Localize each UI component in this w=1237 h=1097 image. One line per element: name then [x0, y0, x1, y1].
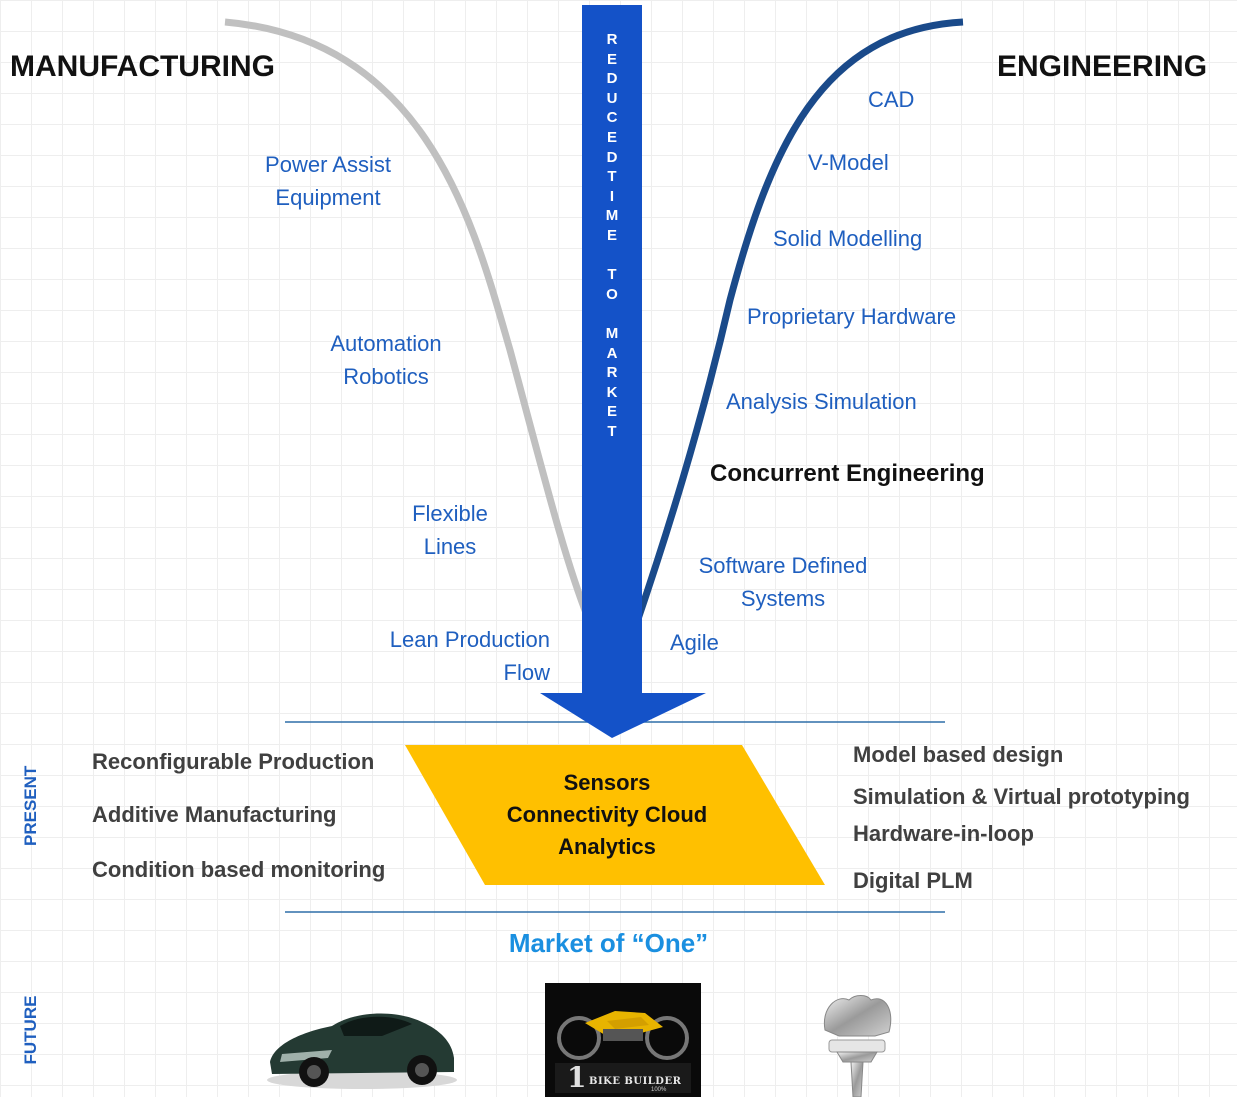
center-text: Sensors Connectivity Cloud Analytics	[485, 767, 729, 863]
arrow-letter: U	[606, 89, 618, 107]
arrow-letter: O	[606, 285, 618, 303]
present-left-item: Reconfigurable Production	[92, 749, 375, 774]
engineering-curve	[632, 18, 964, 627]
manufacturing-item: Automation Robotics	[330, 331, 442, 389]
arrow-letter: M	[605, 324, 619, 342]
manufacturing-heading: MANUFACTURING	[10, 50, 275, 83]
arrow-letter	[582, 246, 642, 266]
engineering-item: Solid Modelling	[773, 226, 923, 251]
manufacturing-curve	[224, 18, 592, 620]
present-label: PRESENT	[21, 765, 40, 846]
present-right-item: Hardware-in-loop	[853, 821, 1034, 846]
present-right-item: Digital PLM	[853, 868, 973, 893]
center-line: Sensors	[563, 770, 651, 795]
arrow-letter: T	[607, 422, 617, 440]
arrow-letter: K	[606, 383, 618, 401]
present-right-item: Simulation & Virtual prototyping	[853, 784, 1190, 809]
arrow-letter: D	[606, 70, 618, 88]
knee-implant-image	[823, 995, 892, 1097]
arrow-letter	[582, 304, 642, 324]
engineering-item: Proprietary Hardware	[747, 304, 957, 329]
engineering-item: Agile	[670, 630, 719, 655]
arrow-label: R E D U C E D T I M E T O M A R K E T	[582, 30, 642, 441]
arrow-letter: E	[606, 128, 617, 146]
arrow-letter: R	[606, 364, 618, 382]
future-label: FUTURE	[21, 995, 40, 1065]
center-line: Connectivity Cloud	[506, 802, 708, 827]
center-line: Analytics	[558, 834, 656, 859]
engineering-heading: ENGINEERING	[997, 50, 1208, 83]
present-right-item: Model based design	[853, 742, 1064, 767]
engineering-item-highlight: Concurrent Engineering	[710, 460, 985, 487]
arrow-letter: R	[606, 31, 618, 48]
engineering-item: Analysis Simulation	[726, 389, 917, 414]
svg-text:1: 1	[567, 1061, 586, 1094]
engineering-item: V-Model	[808, 150, 889, 175]
arrow-letter: D	[606, 148, 618, 166]
reduced-time-arrow	[540, 5, 706, 738]
market-title: Market of “One”	[508, 928, 709, 958]
center-parallelogram	[405, 745, 825, 885]
manufacturing-item: Power Assist Equipment	[265, 152, 391, 210]
manufacturing-item: Lean Production Flow	[389, 627, 550, 685]
engineering-item: CAD	[868, 87, 915, 112]
motorcycle-image: 1	[545, 983, 701, 1097]
arrow-letter: E	[606, 50, 617, 68]
arrow-letter: E	[606, 226, 617, 244]
present-left-item: Condition based monitoring	[92, 857, 386, 882]
present-left-item: Additive Manufacturing	[92, 802, 337, 827]
arrow-letter: E	[606, 403, 617, 421]
bike-builder-logo-text: BIKE BUILDER	[589, 1076, 682, 1087]
manufacturing-item: Flexible Lines	[412, 501, 488, 559]
engineering-item: Software Defined Systems	[698, 553, 868, 611]
arrow-letter: C	[606, 109, 618, 127]
bike-builder-logo-sub: 100%	[651, 1087, 667, 1093]
arrow-letter: I	[609, 187, 615, 205]
arrow-letter: A	[606, 344, 618, 362]
arrow-letter: T	[607, 266, 617, 284]
arrow-letter: M	[605, 207, 619, 225]
arrow-letter: T	[607, 168, 617, 186]
sports-car-image	[267, 1013, 457, 1089]
